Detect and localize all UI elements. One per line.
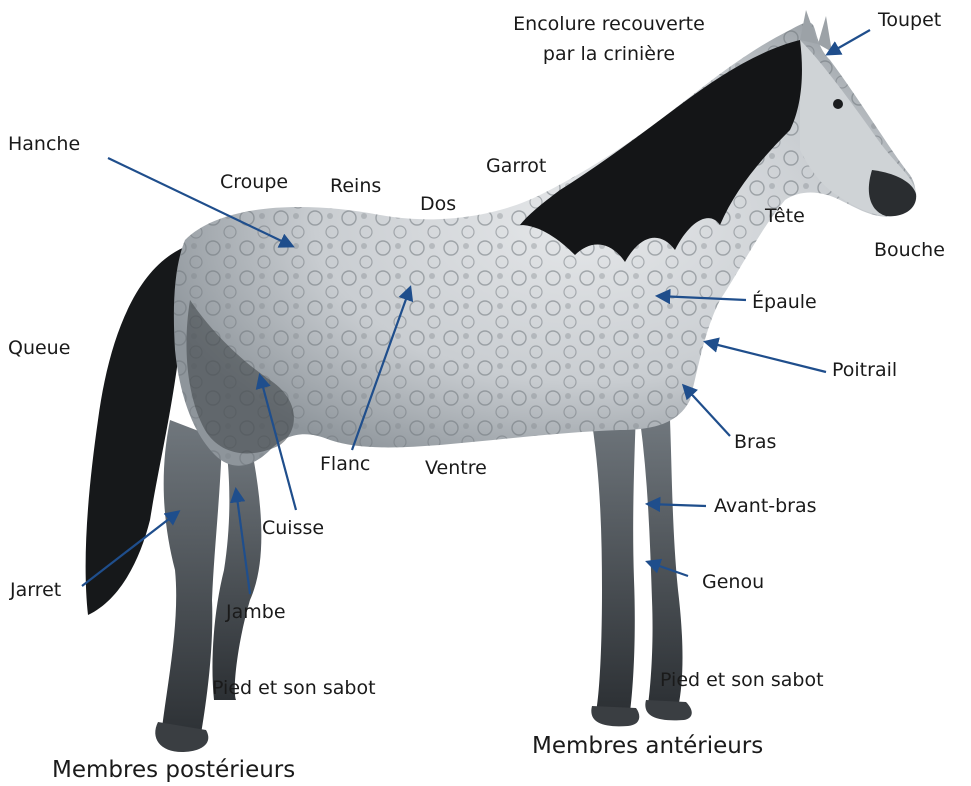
label-encolure-line1: Encolure recouverte bbox=[490, 12, 728, 36]
arrow-bras bbox=[684, 386, 730, 436]
label-croupe: Croupe bbox=[220, 170, 288, 194]
label-genou: Genou bbox=[702, 570, 764, 594]
label-flanc: Flanc bbox=[320, 452, 370, 476]
label-bras: Bras bbox=[734, 430, 776, 454]
label-garrot: Garrot bbox=[486, 154, 546, 178]
eye bbox=[833, 99, 843, 109]
label-pied-avant: Pied et son sabot bbox=[660, 668, 824, 692]
label-pied-arriere: Pied et son sabot bbox=[212, 676, 376, 700]
label-poitrail: Poitrail bbox=[832, 358, 897, 382]
label-reins: Reins bbox=[330, 174, 381, 198]
label-jambe: Jambe bbox=[226, 600, 286, 624]
label-jarret: Jarret bbox=[10, 578, 61, 602]
label-queue: Queue bbox=[8, 336, 70, 360]
label-dos: Dos bbox=[420, 192, 456, 216]
label-ventre: Ventre bbox=[425, 456, 487, 480]
label-encolure-line2: par la crinière bbox=[490, 42, 728, 66]
label-membres-posterieurs: Membres postérieurs bbox=[52, 756, 295, 784]
label-encolure: Encolure recouverte par la crinière bbox=[490, 12, 728, 66]
label-membres-anterieurs: Membres antérieurs bbox=[532, 732, 763, 760]
label-epaule: Épaule bbox=[752, 290, 817, 314]
arrow-toupet bbox=[828, 30, 870, 54]
label-cuisse: Cuisse bbox=[262, 516, 324, 540]
front-leg-near bbox=[590, 410, 636, 712]
arrow-poitrail bbox=[706, 342, 826, 372]
front-leg-far bbox=[640, 420, 683, 708]
label-toupet: Toupet bbox=[878, 8, 941, 32]
label-bouche: Bouche bbox=[874, 238, 945, 262]
label-tete: Tête bbox=[765, 204, 805, 228]
label-hanche: Hanche bbox=[8, 132, 80, 156]
label-avant-bras: Avant-bras bbox=[714, 494, 817, 518]
